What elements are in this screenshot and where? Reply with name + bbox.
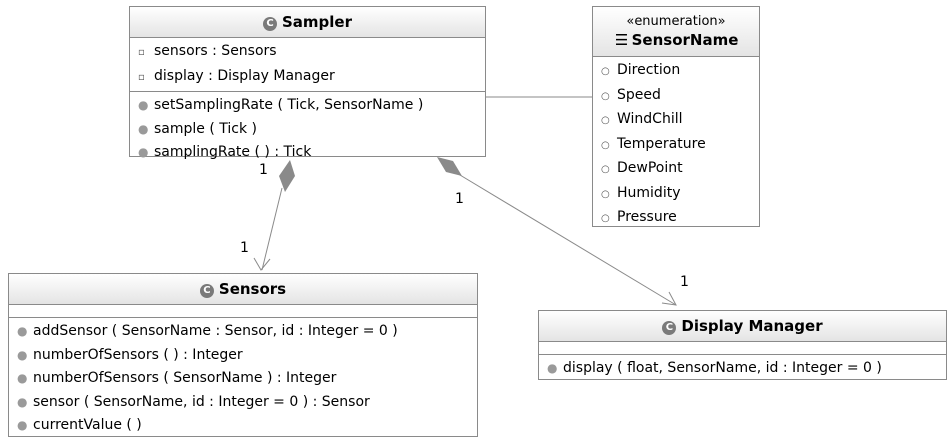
class-icon: C <box>662 321 677 335</box>
operation-label: addSensor ( SensorName : Sensor, id : In… <box>33 323 398 339</box>
class-sensors[interactable]: C Sensors ● addSensor ( SensorName : Senso… <box>8 273 478 437</box>
arrowhead-display <box>661 291 677 306</box>
composition-diamond-sensors <box>279 160 295 192</box>
operations-compartment: ● display ( float, SensorName, id : Integ… <box>539 355 946 383</box>
class-name: Sensors <box>218 280 287 298</box>
operation-icon: ● <box>17 394 28 409</box>
operation-icon: ● <box>17 418 28 432</box>
operation-icon: ● <box>138 98 149 112</box>
operation-icon: ● <box>138 121 149 136</box>
enum-header: «enumeration» ☰SensorName <box>593 7 759 57</box>
literal-icon: ○ <box>601 188 610 200</box>
multiplicity-label: 1 <box>259 162 268 178</box>
operation-label: sample ( Tick ) <box>154 120 257 137</box>
literal-label: Pressure <box>617 209 677 225</box>
literal-label: Speed <box>617 86 661 103</box>
operation-label: samplingRate ( ) : Tick <box>154 144 312 160</box>
multiplicity-label: 1 <box>680 274 689 290</box>
class-name: Sampler <box>281 13 352 31</box>
class-display-manager[interactable]: C Display Manager ● display ( float, Senso… <box>538 310 947 380</box>
literal-label: Humidity <box>617 184 681 201</box>
multiplicity-label: 1 <box>455 191 464 207</box>
operation-icon: ● <box>17 324 28 338</box>
operations-compartment: ● setSamplingRate ( Tick, SensorName ) ● s… <box>130 92 485 167</box>
literal-row[interactable]: ○ DewPoint <box>593 157 759 182</box>
operation-label: setSamplingRate ( Tick, SensorName ) <box>154 97 424 113</box>
operation-icon: ● <box>17 371 28 385</box>
operation-icon: ● <box>547 361 558 375</box>
class-sampler[interactable]: C Sampler ▫ sensors : Sensors ▫ display : D… <box>129 6 486 160</box>
literal-row[interactable]: ○ Speed <box>593 84 759 109</box>
attribute-label: display : Display Manager <box>154 67 335 84</box>
class-name: Display Manager <box>681 317 823 335</box>
enumeration-icon: ☰ <box>614 31 629 49</box>
operation-icon: ● <box>17 347 28 362</box>
operation-row[interactable]: ● numberOfSensors ( ) : Integer <box>9 344 477 368</box>
attribute-row[interactable]: ▫ sensors : Sensors <box>130 40 485 65</box>
attribute-label: sensors : Sensors <box>154 43 277 59</box>
operation-row[interactable]: ● display ( float, SensorName, id : Integ… <box>539 357 946 381</box>
literal-label: DewPoint <box>617 160 683 176</box>
literal-row[interactable]: ○ Temperature <box>593 133 759 158</box>
literal-label: Temperature <box>617 135 706 152</box>
literal-icon: ○ <box>601 164 610 175</box>
operation-row[interactable]: ● setSamplingRate ( Tick, SensorName ) <box>130 94 485 118</box>
operation-label: sensor ( SensorName, id : Integer = 0 ) … <box>33 393 370 410</box>
enum-name: SensorName <box>631 31 739 49</box>
operation-row[interactable]: ● numberOfSensors ( SensorName ) : Intege… <box>9 367 477 391</box>
operation-row[interactable]: ● currentValue ( ) <box>9 414 477 438</box>
arrowhead-sensors <box>253 257 271 271</box>
operation-label: display ( float, SensorName, id : Intege… <box>563 360 882 376</box>
operation-row[interactable]: ● sample ( Tick ) <box>130 118 485 142</box>
attribute-row[interactable]: ▫ display : Display Manager <box>130 65 485 90</box>
enum-sensorname[interactable]: «enumeration» ☰SensorName ○ Direction ○ Sp… <box>592 6 760 227</box>
composition-diamond-display <box>437 157 462 176</box>
attributes-compartment <box>539 342 946 355</box>
operation-row[interactable]: ● addSensor ( SensorName : Sensor, id : I… <box>9 320 477 344</box>
literal-icon: ○ <box>601 90 610 102</box>
literal-row[interactable]: ○ Direction <box>593 59 759 84</box>
attribute-icon: ▫ <box>138 71 145 83</box>
attributes-compartment <box>9 305 477 318</box>
literal-label: Direction <box>617 62 681 78</box>
sampler-display-composition <box>454 171 677 306</box>
multiplicity-label: 1 <box>240 240 249 256</box>
sampler-sensors-composition <box>261 187 283 271</box>
attribute-icon: ▫ <box>138 47 145 58</box>
operations-compartment: ● addSensor ( SensorName : Sensor, id : I… <box>9 318 477 440</box>
class-icon: C <box>199 284 214 298</box>
literal-row[interactable]: ○ Pressure <box>593 206 759 231</box>
operation-row[interactable]: ● samplingRate ( ) : Tick <box>130 141 485 165</box>
operation-label: numberOfSensors ( ) : Integer <box>33 346 243 363</box>
operation-row[interactable]: ● sensor ( SensorName, id : Integer = 0 )… <box>9 391 477 415</box>
class-header: C Display Manager <box>539 311 946 342</box>
operation-icon: ● <box>138 145 149 159</box>
literal-icon: ○ <box>601 115 610 126</box>
literal-label: WindChill <box>617 111 683 127</box>
class-header: C Sensors <box>9 274 477 305</box>
literal-row[interactable]: ○ Humidity <box>593 182 759 207</box>
literal-icon: ○ <box>601 139 610 151</box>
class-icon: C <box>262 17 277 31</box>
literal-row[interactable]: ○ WindChill <box>593 108 759 133</box>
literal-icon: ○ <box>601 66 610 77</box>
operation-label: numberOfSensors ( SensorName ) : Integer <box>33 370 337 386</box>
operation-label: currentValue ( ) <box>33 417 142 433</box>
enum-stereotype: «enumeration» <box>626 14 726 29</box>
literal-icon: ○ <box>601 213 610 224</box>
literals-compartment: ○ Direction ○ Speed ○ WindChill ○ Temperatur… <box>593 57 759 233</box>
class-header: C Sampler <box>130 7 485 38</box>
attributes-compartment: ▫ sensors : Sensors ▫ display : Display Ma… <box>130 38 485 92</box>
